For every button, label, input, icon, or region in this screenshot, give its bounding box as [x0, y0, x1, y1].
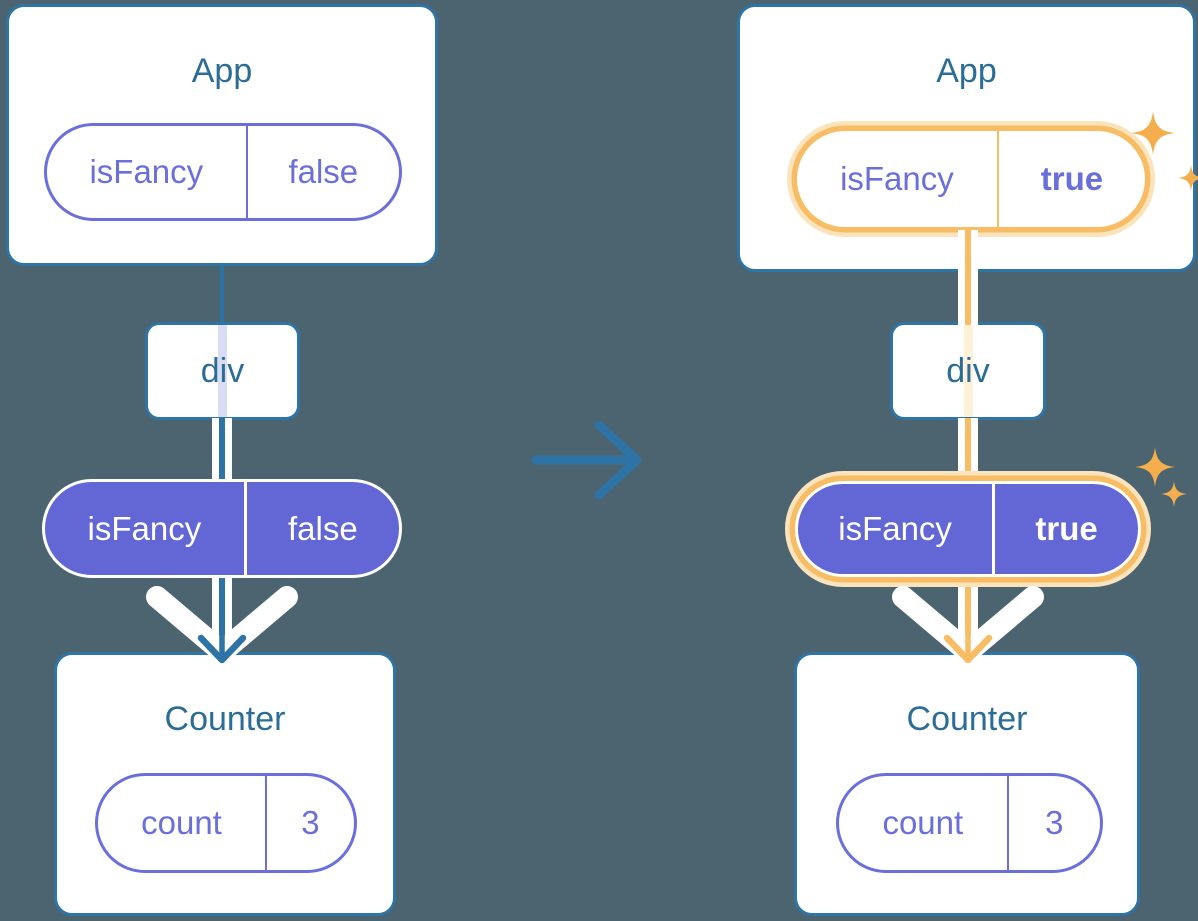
component-title: div — [946, 351, 990, 390]
component-title: Counter — [164, 700, 286, 738]
state-name: count — [839, 776, 1009, 870]
prop-name: isFancy — [798, 484, 996, 574]
down-arrow-right — [892, 586, 1044, 664]
prop-trace-line — [218, 325, 227, 417]
app-card-left: App isFancy false — [6, 4, 438, 266]
down-arrow-icon — [197, 634, 247, 664]
sparkles-app-right — [1131, 111, 1198, 191]
sparkle-icon — [1131, 111, 1175, 155]
prop-trace-line — [963, 325, 973, 417]
sparkle-icon — [1135, 447, 1175, 487]
prop-pill-passed-left: isFancy false — [42, 479, 402, 578]
component-title: div — [200, 351, 245, 390]
state-value: 3 — [301, 804, 320, 841]
counter-card-right: Counter count 3 — [794, 652, 1140, 916]
prop-value: true — [1035, 510, 1098, 547]
prop-name: isFancy — [45, 482, 247, 575]
state-value: 3 — [1045, 804, 1064, 841]
prop-value: false — [288, 509, 358, 547]
component-title: App — [936, 52, 997, 90]
prop-value: false — [288, 153, 359, 190]
component-title: Counter — [906, 700, 1028, 738]
sparkles-pill-right — [1135, 447, 1187, 507]
prop-pipe-div-to-pill-left — [212, 418, 232, 483]
prop-value: true — [1040, 160, 1104, 197]
down-arrow-icon — [943, 634, 993, 664]
prop-pipe-app-to-div-right — [958, 230, 978, 325]
component-title: App — [191, 52, 253, 90]
transition-arrow — [531, 420, 642, 500]
app-card-right: App isFancy true — [737, 4, 1196, 272]
prop-pill-app-right: isFancy true — [797, 131, 1145, 227]
prop-name: isFancy — [797, 131, 999, 227]
prop-pipe-div-to-pill-right — [958, 418, 978, 483]
div-card-left: div — [145, 322, 300, 420]
prop-name: isFancy — [47, 126, 248, 218]
connector-app-to-div-left — [219, 264, 224, 325]
sparkle-icon-small — [1178, 165, 1198, 191]
state-name: count — [98, 776, 267, 870]
state-pill-counter-left: count 3 — [95, 773, 357, 873]
div-card-right: div — [890, 322, 1046, 420]
sparkle-icon-small — [1161, 481, 1187, 507]
prop-pill-passed-right: isFancy true — [795, 481, 1141, 577]
right-arrow-head-icon — [594, 420, 642, 500]
state-pill-counter-right: count 3 — [836, 773, 1103, 873]
counter-card-left: Counter count 3 — [54, 652, 396, 916]
down-arrow-left — [146, 579, 298, 664]
prop-pill-app-left: isFancy false — [44, 123, 402, 221]
